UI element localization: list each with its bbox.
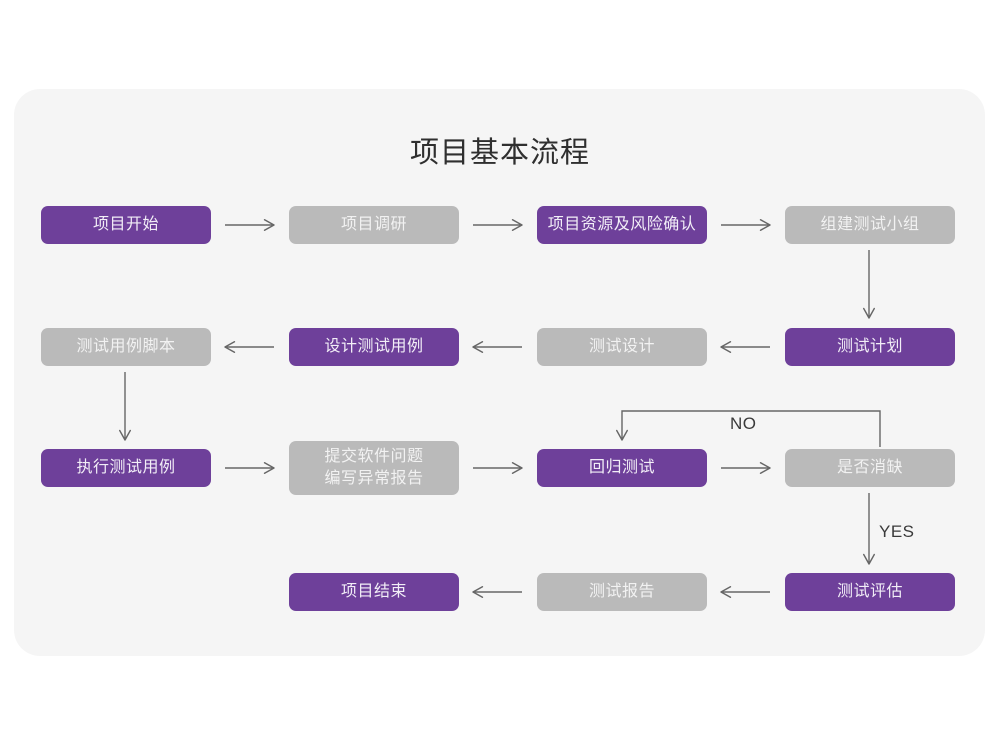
page-title: 项目基本流程: [409, 137, 590, 169]
node-submit-issue-report[interactable]: 提交软件问题 编写异常报告: [289, 441, 459, 495]
node-regression-test[interactable]: 回归测试: [537, 449, 707, 487]
node-form-test-team[interactable]: 组建测试小组: [785, 206, 955, 244]
node-project-end[interactable]: 项目结束: [289, 573, 459, 611]
node-project-start[interactable]: 项目开始: [41, 206, 211, 244]
flowchart-card: [14, 89, 985, 656]
node-defect-cleared[interactable]: 是否消缺: [785, 449, 955, 487]
node-test-design[interactable]: 测试设计: [537, 328, 707, 366]
edge-label-no: NO: [730, 414, 757, 433]
node-design-test-case[interactable]: 设计测试用例: [289, 328, 459, 366]
edge-label-yes: YES: [879, 522, 915, 541]
node-resource-risk-confirm[interactable]: 项目资源及风险确认: [537, 206, 707, 244]
node-test-case-script[interactable]: 测试用例脚本: [41, 328, 211, 366]
node-test-plan[interactable]: 测试计划: [785, 328, 955, 366]
node-execute-test-case[interactable]: 执行测试用例: [41, 449, 211, 487]
node-test-evaluation[interactable]: 测试评估: [785, 573, 955, 611]
node-test-report[interactable]: 测试报告: [537, 573, 707, 611]
node-project-research[interactable]: 项目调研: [289, 206, 459, 244]
